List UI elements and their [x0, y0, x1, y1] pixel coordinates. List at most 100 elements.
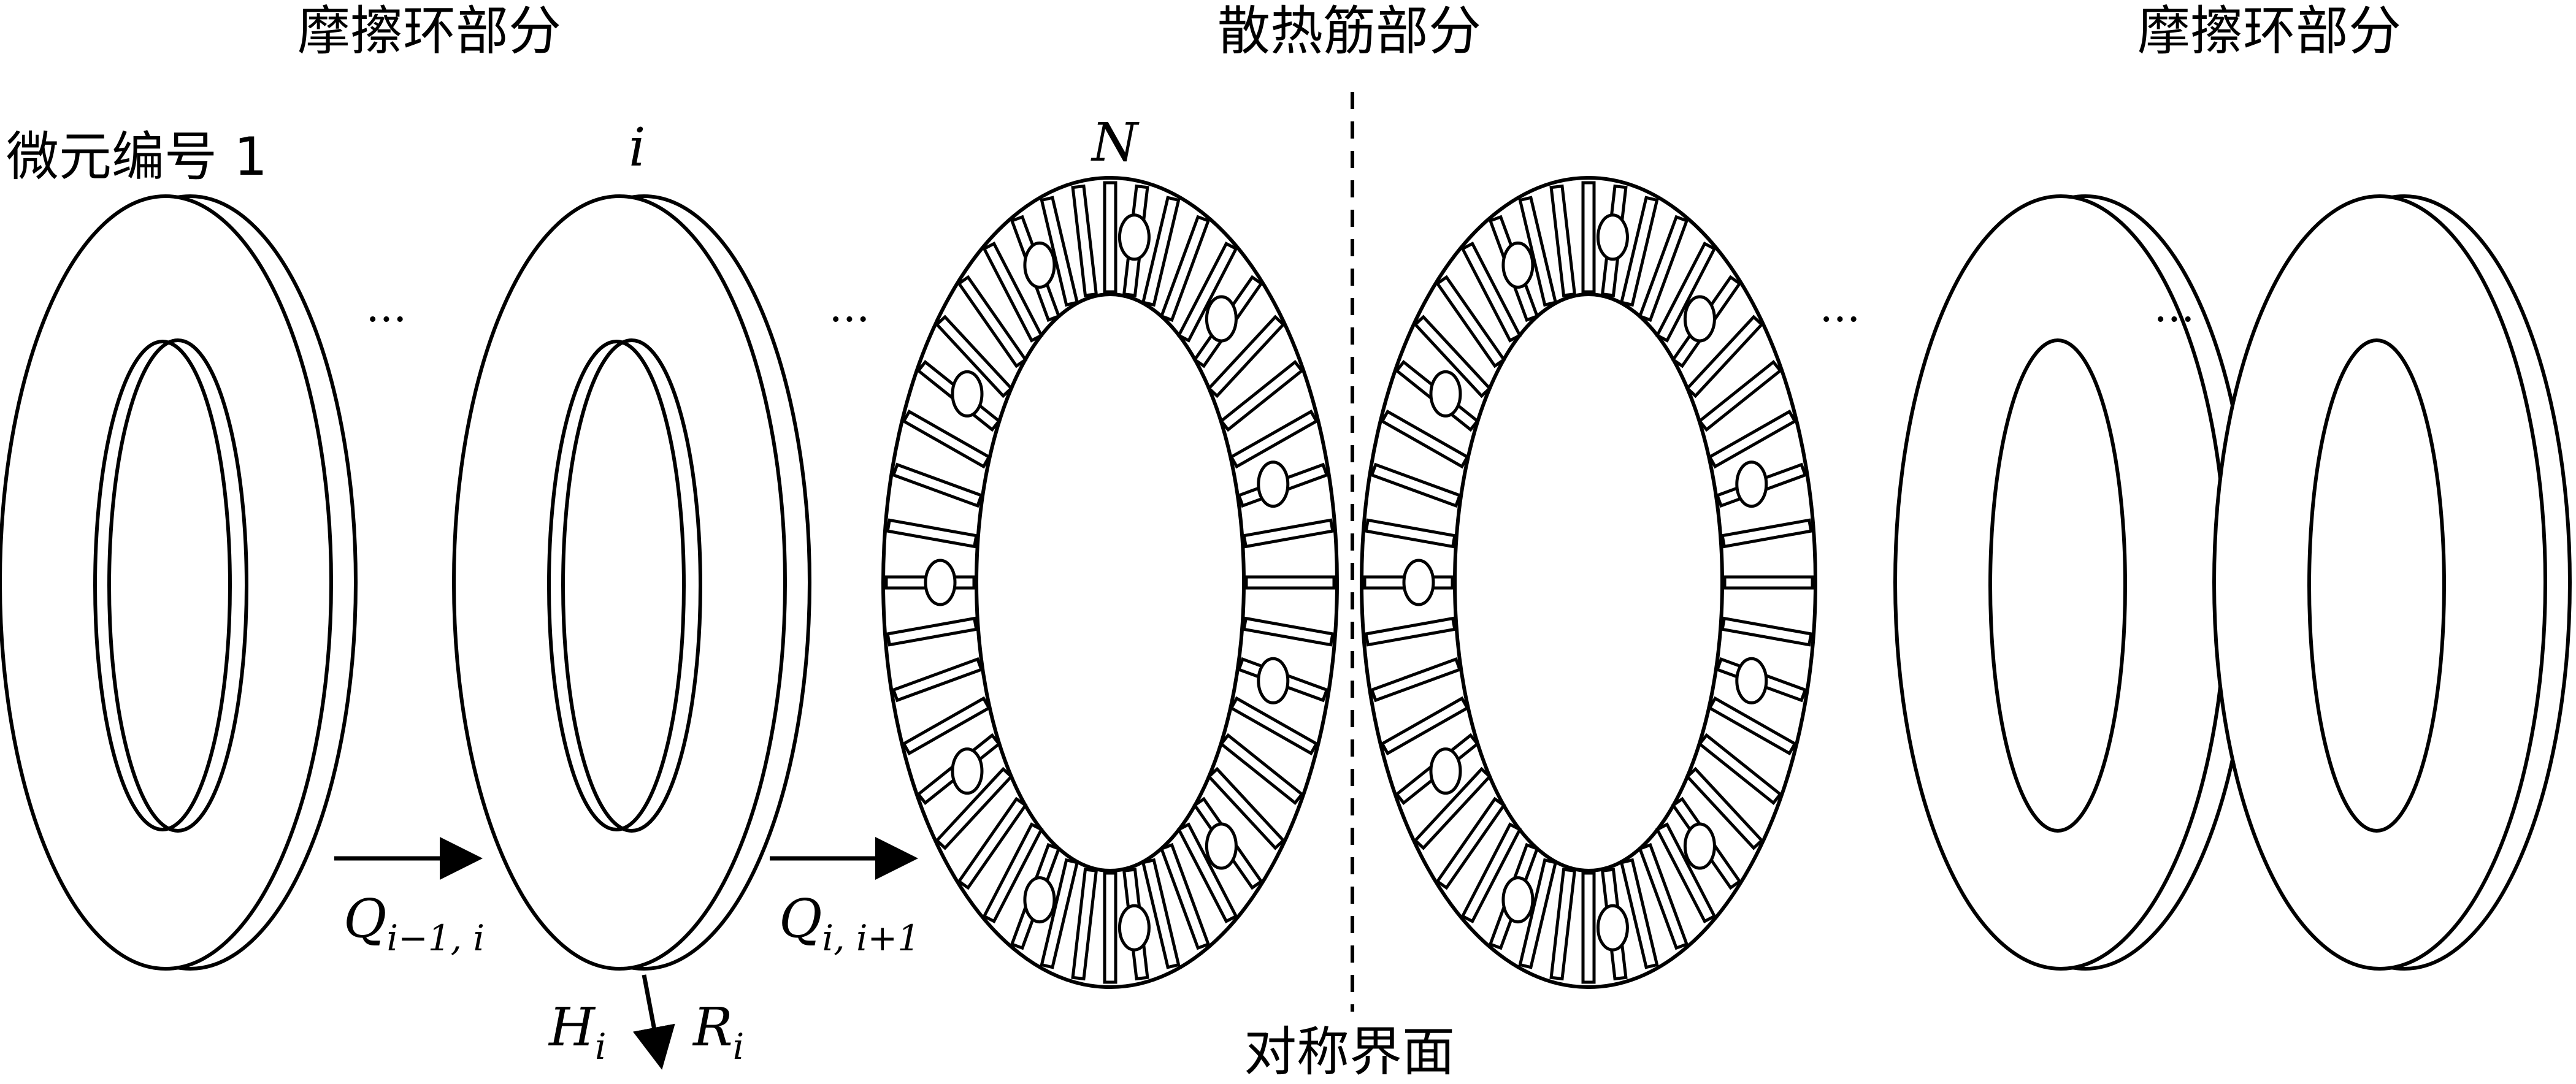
- fin-ring-left-fin: [891, 657, 984, 703]
- fin-ring-right-boss: [1402, 559, 1435, 606]
- fin-ring-right-boss: [1596, 213, 1629, 261]
- fin-ring-left-fin: [1040, 858, 1079, 969]
- friction-ring-i: [452, 194, 811, 971]
- fin-ring-right-boss: [1429, 747, 1462, 795]
- label-q-out: Qi, i+1: [779, 888, 920, 959]
- fin-ring-right-fin: [1364, 518, 1457, 549]
- fin-ring-right-fin: [1655, 242, 1717, 343]
- heat-sink-fin-ring-right: [1360, 176, 1817, 989]
- fin-ring-right-fin: [1619, 196, 1659, 307]
- fin-ring-right-fin: [1685, 315, 1764, 399]
- fin-ring-left-fin: [1071, 184, 1098, 297]
- fin-ring-left-fin: [1219, 733, 1305, 806]
- fin-ring-right-fin: [1655, 822, 1717, 923]
- fin-ring-right-boss: [1501, 241, 1535, 289]
- fin-ring-left-fin: [1229, 409, 1319, 469]
- fin-ring-right-fin: [1518, 858, 1558, 969]
- friction-ring-right-2: [2212, 194, 2572, 971]
- fin-ring-left-boss: [1117, 904, 1151, 952]
- element-number-label: 微元编号 1: [6, 126, 267, 188]
- fin-ring-left-fin: [1242, 616, 1335, 647]
- fin-ring-left-fin: [1141, 196, 1181, 307]
- fin-ring-right-fin: [1708, 696, 1797, 756]
- fin-ring-left-boss: [924, 559, 957, 606]
- fin-ring-left-fin: [935, 315, 1014, 399]
- fin-ring-right-fin: [1638, 215, 1689, 323]
- fin-ring-left-fin: [1244, 575, 1336, 590]
- heat-sink-fin-ring-left: [881, 176, 1339, 989]
- fin-ring-right-boss: [1735, 460, 1768, 508]
- header-left: 摩擦环部分: [297, 1, 561, 62]
- element-N-label: N: [1091, 112, 1140, 174]
- fin-ring-left-fin: [1040, 196, 1079, 307]
- fin-ring-right-fin: [1581, 181, 1596, 294]
- fin-ring-left-boss: [1205, 822, 1238, 870]
- fin-ring-left-fin: [982, 822, 1044, 923]
- fin-ring-right-fin: [1435, 796, 1506, 890]
- fin-ring-right-boss: [1683, 822, 1716, 870]
- fin-ring-left-fin: [886, 616, 978, 647]
- fin-ring-left-fin: [902, 409, 991, 469]
- fin-ring-left-boss: [1023, 241, 1056, 289]
- fin-ring-right-fin: [1720, 616, 1813, 647]
- fin-ring-right-boss: [1596, 904, 1629, 952]
- fin-ring-left-fin: [1176, 822, 1238, 923]
- header-center: 散热筋部分: [1217, 1, 1481, 62]
- fin-ring-right-fin: [1460, 822, 1522, 923]
- fin-ring-left-boss: [1257, 460, 1290, 508]
- fin-ring-left-fin: [891, 462, 984, 508]
- fin-ring-right-fin: [1435, 275, 1506, 368]
- fin-ring-left-fin: [1103, 871, 1117, 984]
- fin-ring-right-fin: [1370, 657, 1462, 703]
- ellipsis-1: ···: [366, 294, 407, 345]
- fin-ring-left-fin: [935, 766, 1014, 850]
- fin-ring-right-fin: [1638, 842, 1689, 950]
- fin-ring-left-fin: [1176, 242, 1238, 343]
- fin-ring-left-fin: [886, 518, 978, 549]
- ellipsis-3: ···: [1820, 294, 1861, 345]
- fin-ring-right-fin: [1380, 409, 1470, 469]
- fin-ring-right-fin: [1581, 871, 1596, 984]
- fin-ring-left-fin: [1206, 766, 1286, 850]
- label-h: Hi: [548, 997, 607, 1067]
- fin-ring-left-fin: [1071, 868, 1098, 981]
- fin-ring-left-fin: [957, 796, 1028, 890]
- fin-ring-left-boss: [1257, 657, 1290, 704]
- fin-ring-left-boss: [1023, 876, 1056, 924]
- fin-ring-left-boss: [1205, 295, 1238, 343]
- fin-ring-left-fin: [902, 696, 991, 756]
- fin-ring-left-fin: [1159, 215, 1211, 323]
- fin-ring-right-fin: [1619, 858, 1659, 969]
- fin-ring-right-fin: [1697, 733, 1783, 806]
- fin-ring-left-fin: [1242, 518, 1335, 549]
- label-q-in: Qi−1, i: [343, 888, 485, 959]
- fin-ring-left-boss: [951, 370, 984, 418]
- fin-ring-right-boss: [1735, 657, 1768, 704]
- fin-ring-right-fin: [1413, 315, 1492, 399]
- symmetry-interface-label: 对称界面: [1244, 1021, 1455, 1083]
- label-r: Ri: [692, 997, 744, 1067]
- fin-ring-right-fin: [1697, 359, 1783, 432]
- friction-ring-right-1: [1893, 194, 2253, 971]
- fin-ring-right-fin: [1364, 616, 1457, 647]
- fin-ring-left-boss: [1117, 213, 1151, 261]
- arrow-h-r: [632, 974, 675, 1070]
- friction-ring-1: [0, 194, 358, 971]
- fin-ring-right-fin: [1549, 868, 1577, 981]
- ellipsis-2: ···: [829, 294, 870, 345]
- fin-ring-left-fin: [1141, 858, 1181, 969]
- fin-ring-left-fin: [957, 275, 1028, 368]
- fin-ring-right-boss: [1501, 876, 1535, 924]
- fin-ring-left-fin: [1219, 359, 1305, 432]
- fin-ring-left-fin: [1229, 696, 1319, 756]
- fin-ring-right-boss: [1429, 370, 1462, 418]
- fin-ring-right-fin: [1708, 409, 1797, 469]
- fin-ring-left-fin: [1206, 315, 1286, 399]
- fin-ring-right-boss: [1683, 295, 1716, 343]
- fin-ring-left-boss: [951, 747, 984, 795]
- fin-ring-right-fin: [1460, 242, 1522, 343]
- header-right: 摩擦环部分: [2137, 1, 2401, 62]
- ellipsis-4: ···: [2154, 294, 2195, 345]
- fin-ring-right-fin: [1518, 196, 1558, 307]
